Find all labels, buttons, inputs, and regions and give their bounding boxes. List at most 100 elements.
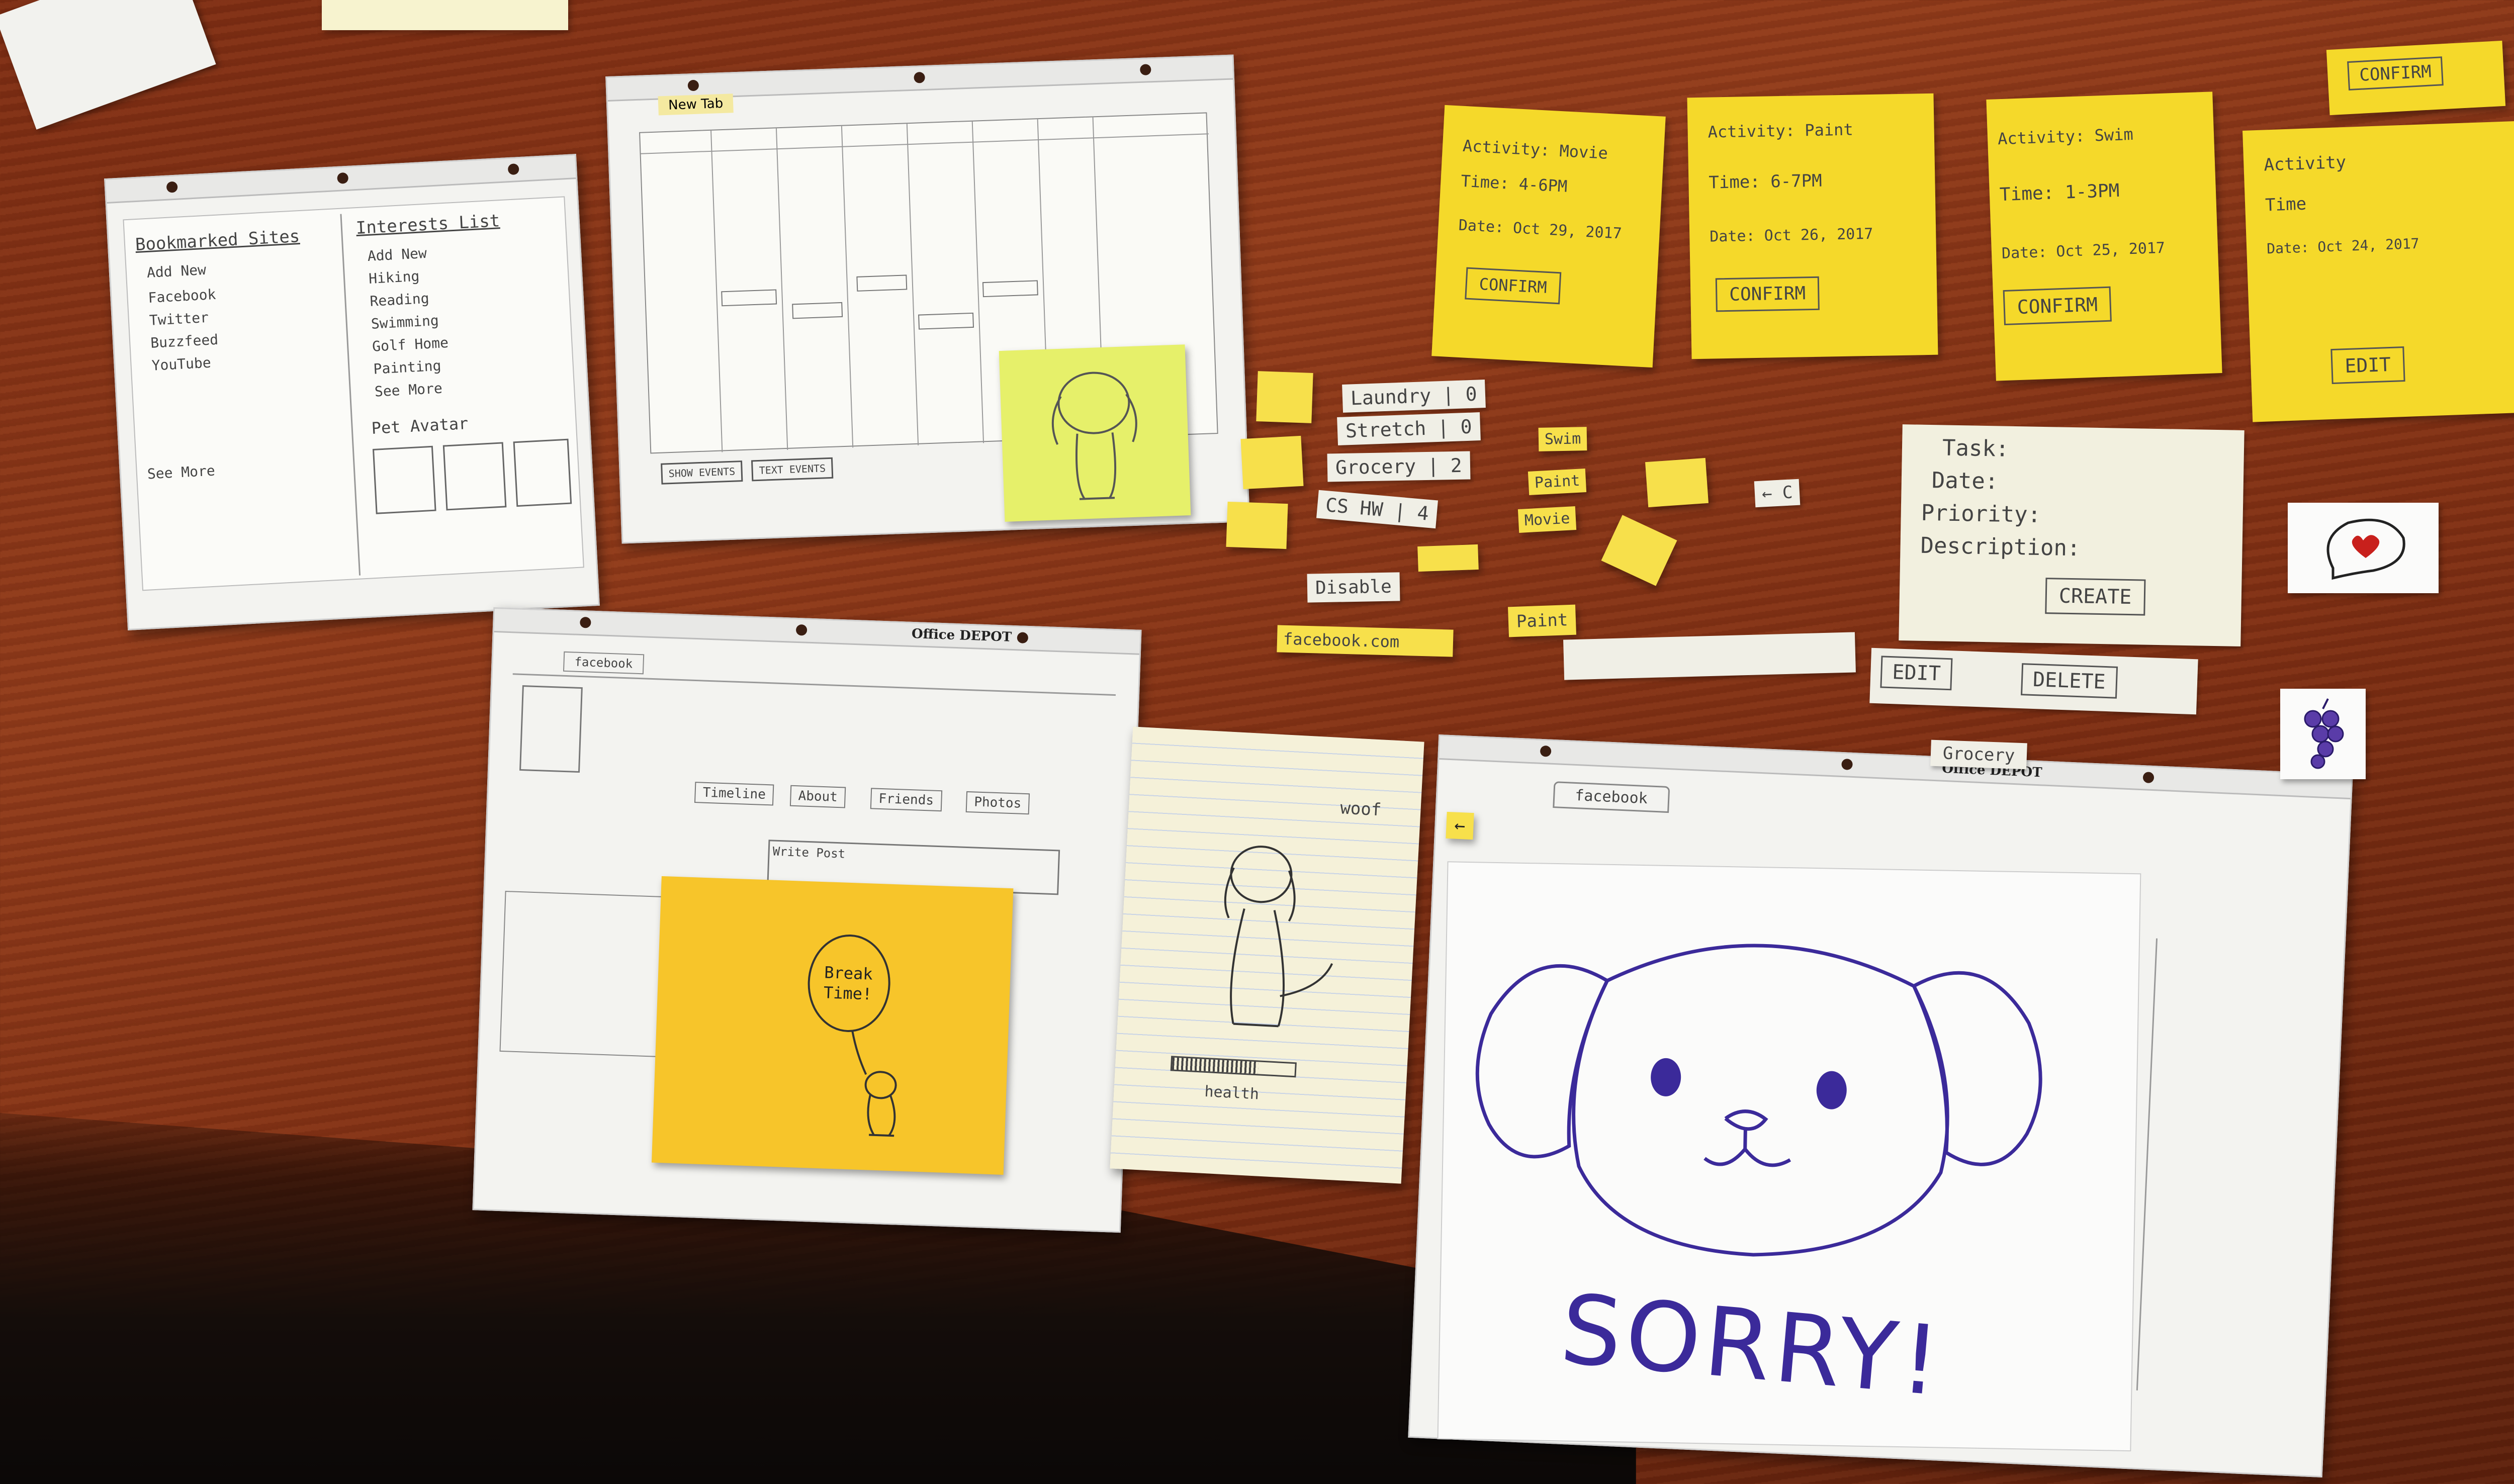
task-chip-stretch[interactable]: Stretch | 0	[1337, 412, 1481, 445]
small-sticky	[1417, 544, 1479, 572]
delete-button[interactable]: DELETE	[2021, 663, 2118, 699]
confirm-button[interactable]: CONFIRM	[2003, 286, 2112, 326]
see-more-link[interactable]: See More	[147, 462, 216, 483]
back-refresh-chip[interactable]: ← C	[1754, 479, 1801, 508]
interest-item[interactable]: Painting	[373, 357, 442, 378]
bookmark-item[interactable]: Buzzfeed	[150, 331, 219, 351]
bookmark-item[interactable]: Twitter	[149, 309, 209, 329]
dog-icon	[1051, 372, 1137, 500]
task-label: Task:	[1942, 435, 2009, 462]
activity-card: Activity: Swim Time: 1-3PM Date: Oct 25,…	[1986, 91, 2222, 381]
activity-time: Time: 4-6PM	[1460, 171, 1568, 196]
paper-fragment	[0, 0, 216, 130]
dog-face-icon	[1475, 944, 2042, 1257]
sheet-facebook-1: Office DEPOT facebook Timeline About Fri…	[472, 607, 1142, 1233]
interest-item[interactable]: See More	[374, 380, 443, 400]
calendar-event[interactable]	[721, 289, 777, 307]
bookmark-item[interactable]: Add New	[146, 261, 207, 282]
small-sticky	[1601, 515, 1677, 586]
interest-item[interactable]: Reading	[369, 290, 430, 310]
tab-new-tab[interactable]: New Tab	[658, 94, 734, 116]
blank-strip	[1563, 632, 1856, 680]
lined-note: woof health	[1110, 726, 1424, 1184]
woof-label: woof	[1339, 798, 1382, 820]
photos-grid[interactable]	[499, 891, 666, 1057]
task-form: Task: Date: Priority: Description: CREAT…	[1899, 424, 2244, 646]
show-events-button[interactable]: SHOW EVENTS	[661, 460, 743, 485]
task-chip-grocery[interactable]: Grocery | 2	[1327, 451, 1471, 482]
calendar-event[interactable]	[918, 312, 974, 330]
activity-date: Date: Oct 26, 2017	[1710, 225, 1873, 246]
activity-name: Activity: Swim	[1997, 124, 2134, 149]
description-label: Description:	[1920, 532, 2081, 562]
activity-date: Date: Oct 25, 2017	[2001, 239, 2166, 263]
interest-item[interactable]: Golf Home	[372, 334, 449, 355]
confirm-button[interactable]: CONFIRM	[2347, 56, 2444, 91]
activity-card: Activity: Movie Time: 4-6PM Date: Oct 29…	[1431, 105, 1666, 368]
calendar-event[interactable]	[982, 280, 1038, 298]
paper-fragment	[322, 0, 568, 30]
task-chip-laundry[interactable]: Laundry | 0	[1342, 380, 1486, 413]
balloon-dog-icon	[807, 935, 897, 1137]
tab-timeline[interactable]: Timeline	[694, 782, 774, 806]
task-chip-cshw[interactable]: CS HW | 4	[1316, 490, 1438, 529]
activity-chip-swim[interactable]: Swim	[1538, 427, 1587, 451]
interests-frame: Bookmarked Sites Add New Facebook Twitte…	[123, 196, 584, 591]
grapes-icon	[2304, 698, 2344, 769]
profile-photo[interactable]	[519, 685, 583, 773]
edit-delete-bar: EDIT DELETE	[1869, 647, 2198, 715]
avatar-option[interactable]	[372, 445, 436, 514]
bookmarked-sites-heading: Bookmarked Sites	[135, 226, 301, 255]
date-label: Date:	[1931, 468, 1999, 495]
activity-chip-paint-2[interactable]: Paint	[1507, 604, 1577, 637]
bookmark-item[interactable]: YouTube	[151, 354, 212, 374]
break-time-text: Break Time!	[823, 963, 873, 1004]
create-button[interactable]: CREATE	[2045, 578, 2145, 616]
activity-chip-paint[interactable]: Paint	[1528, 469, 1587, 495]
facebook-link-chip[interactable]: facebook.com	[1277, 625, 1454, 657]
activity-time: Time: 1-3PM	[1999, 180, 2120, 206]
heart-speech-card[interactable]	[2288, 503, 2439, 593]
activity-name: Activity	[2263, 152, 2347, 175]
small-sticky	[1226, 501, 1288, 549]
sorry-overlay: SORRY!	[1437, 861, 2141, 1452]
confirm-slip[interactable]: CONFIRM	[2326, 40, 2506, 116]
activity-card: Activity Time Date: Oct 24, 2017 EDIT	[2242, 121, 2514, 422]
avatar-option[interactable]	[513, 438, 572, 507]
interest-item[interactable]: Swimming	[371, 312, 439, 332]
interests-list-heading: Interests List	[355, 211, 501, 239]
browser-tab[interactable]: facebook	[563, 651, 644, 675]
confirm-button[interactable]: CONFIRM	[1715, 276, 1820, 312]
edit-button[interactable]: EDIT	[2330, 346, 2405, 385]
calendar-event[interactable]	[856, 274, 908, 292]
tab-photos[interactable]: Photos	[965, 791, 1030, 815]
dog-icon	[1224, 846, 1333, 1028]
back-arrow-button[interactable]: ←	[1446, 811, 1474, 840]
text-events-button[interactable]: TEXT EVENTS	[751, 457, 834, 482]
sheet-calendar: New Tab SHOW EVENTS TEXT EVENTS	[605, 54, 1250, 544]
bookmark-item[interactable]: Facebook	[147, 286, 217, 306]
activity-chip-movie[interactable]: Movie	[1517, 506, 1577, 533]
tab-about[interactable]: About	[789, 785, 846, 808]
edit-button[interactable]: EDIT	[1880, 656, 1953, 691]
activity-date: Date: Oct 24, 2017	[2266, 235, 2420, 257]
task-chip-grocery-2[interactable]: Grocery	[1930, 739, 2028, 770]
small-sticky	[1240, 435, 1304, 490]
sticky-dog-note	[999, 344, 1191, 522]
tab-friends[interactable]: Friends	[870, 788, 942, 812]
grapes-card[interactable]	[2280, 689, 2366, 779]
activity-name: Activity: Movie	[1462, 136, 1608, 163]
heart-speech-bubble-icon	[2326, 518, 2405, 580]
brand-label: Office DEPOT	[911, 626, 1012, 645]
sheet-interests: Bookmarked Sites Add New Facebook Twitte…	[104, 154, 600, 630]
avatar-option[interactable]	[442, 442, 507, 511]
underlying-page	[2136, 938, 2327, 1398]
interest-item[interactable]: Hiking	[368, 267, 420, 287]
interest-item[interactable]: Add New	[367, 244, 427, 264]
break-time-sticky: Break Time!	[651, 876, 1014, 1175]
calendar-event[interactable]	[792, 302, 843, 319]
disable-chip[interactable]: Disable	[1307, 572, 1400, 603]
confirm-button[interactable]: CONFIRM	[1465, 267, 1562, 305]
browser-tab[interactable]: facebook	[1553, 781, 1670, 813]
priority-label: Priority:	[1921, 500, 2041, 528]
